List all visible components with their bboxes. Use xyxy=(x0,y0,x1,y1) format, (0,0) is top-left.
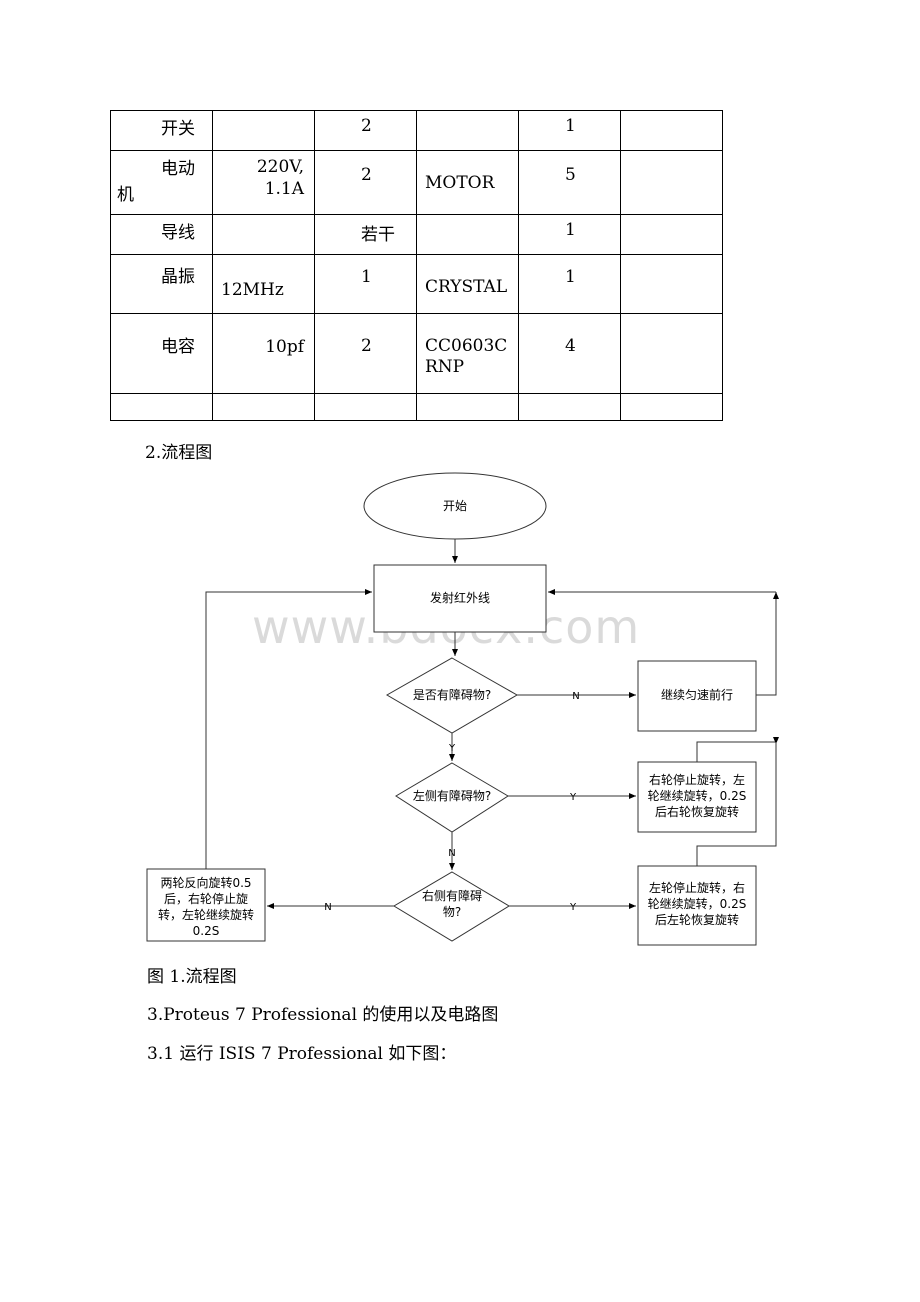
continue-node xyxy=(637,660,757,732)
table-cell xyxy=(620,393,723,421)
emit-label: 发射红外线 xyxy=(430,590,490,605)
left-action-line: 右轮停止旋转，左 xyxy=(649,772,745,787)
parts-table: 开关 2 1 电动机 220V, 1.1A 2 MOTOR 5 导线 若干 1 … xyxy=(110,110,723,421)
left-action-node xyxy=(637,761,757,833)
table-cell xyxy=(416,214,519,255)
decision-obstacle-label: 是否有障碍物? xyxy=(413,687,491,702)
table-cell xyxy=(620,214,723,255)
edge-label-y: Y xyxy=(448,743,456,754)
flow-arrow xyxy=(696,741,776,762)
start-label: 开始 xyxy=(443,499,467,513)
table-cell: 1 xyxy=(314,254,417,314)
flow-arrow xyxy=(205,589,372,869)
flow-arrow xyxy=(756,592,779,696)
table-row: 电动机 220V, 1.1A 2 MOTOR 5 xyxy=(110,150,723,215)
table-cell xyxy=(416,110,519,151)
table-cell: CRYSTAL xyxy=(416,254,519,314)
section-heading: 3.Proteus 7 Professional 的使用以及电路图 xyxy=(147,1005,499,1025)
edge-label-y: Y xyxy=(569,902,577,913)
table-cell: 4 xyxy=(518,313,621,394)
table-cell xyxy=(416,393,519,421)
left-action-line: 轮继续旋转，0.2S xyxy=(648,788,747,803)
both-action-line: 0.2S xyxy=(193,924,220,938)
table-cell: 开关 xyxy=(110,110,213,151)
table-cell: 2 xyxy=(314,150,417,215)
right-action-line: 轮继续旋转，0.2S xyxy=(648,896,747,911)
both-action-line: 转，左轮继续旋转 xyxy=(158,907,254,922)
edge-label-n: N xyxy=(448,848,455,859)
both-action-node xyxy=(146,868,266,942)
table-cell: 1 xyxy=(518,214,621,255)
table-cell: 电容 xyxy=(110,313,213,394)
decision-right xyxy=(393,871,510,942)
edge-label-n: N xyxy=(324,902,331,913)
edge-label-n: N xyxy=(572,691,579,702)
both-action-line: 后，右轮停止旋 xyxy=(164,891,248,906)
left-action-line: 后右轮恢复旋转 xyxy=(655,804,739,819)
decision-right-label: 右侧有障碍 xyxy=(422,888,482,903)
table-row: 晶振 12MHz 1 CRYSTAL 1 xyxy=(110,254,723,314)
both-action-line: 两轮反向旋转0.5 xyxy=(160,875,251,890)
table-cell xyxy=(314,393,417,421)
table-cell: 5 xyxy=(518,150,621,215)
table-cell xyxy=(212,393,315,421)
right-action-line: 左轮停止旋转，右 xyxy=(649,880,745,895)
table-cell: 1 xyxy=(518,254,621,314)
table-cell: 2 xyxy=(314,313,417,394)
table-row: 电容 10pf 2 CC0603CRNP 4 xyxy=(110,313,723,394)
continue-label: 继续匀速前行 xyxy=(661,687,733,702)
table-cell: 晶振 xyxy=(110,254,213,314)
table-cell xyxy=(110,393,213,421)
figure-caption: 图 1.流程图 xyxy=(147,967,237,987)
flow-arrow xyxy=(696,742,777,866)
table-row xyxy=(110,393,723,421)
section-heading: 3.1 运行 ISIS 7 Professional 如下图： xyxy=(147,1044,457,1064)
table-cell: 12MHz xyxy=(212,254,315,314)
table-cell: MOTOR xyxy=(416,150,519,215)
table-cell xyxy=(518,393,621,421)
table-cell: 220V, 1.1A xyxy=(212,150,315,215)
decision-right-label: 物? xyxy=(443,905,461,919)
right-action-line: 后左轮恢复旋转 xyxy=(655,912,739,927)
section-heading: 2.流程图 xyxy=(145,443,213,463)
edge-label-y: Y xyxy=(569,792,577,803)
decision-left-label: 左侧有障碍物? xyxy=(413,788,491,803)
right-action-node xyxy=(637,865,757,946)
emit-node xyxy=(373,564,547,633)
table-cell xyxy=(212,110,315,151)
